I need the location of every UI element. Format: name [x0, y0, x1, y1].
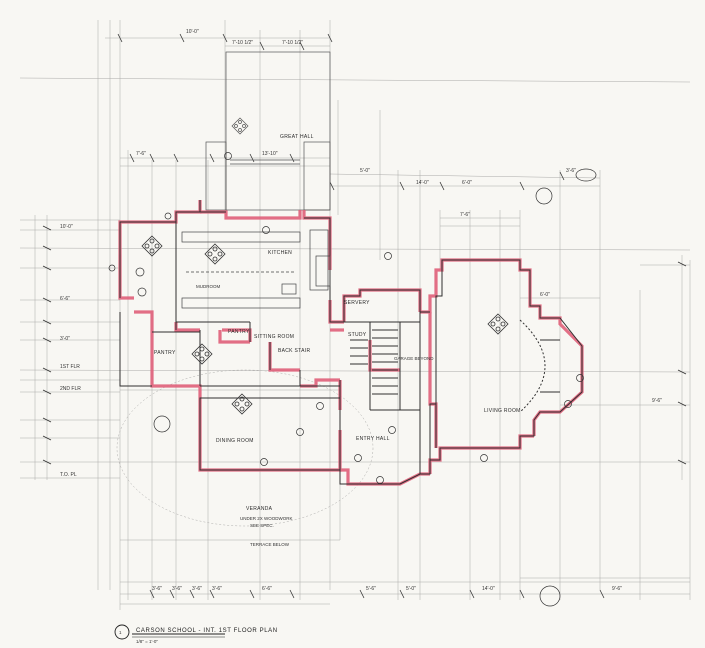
label-terrace: TERRACE BELOW [250, 542, 290, 547]
dim-bot-6: 5'-6" [366, 586, 376, 592]
dim-level-1: 1ST FLR [60, 364, 80, 370]
dim-top-11: 3'-6" [566, 168, 576, 174]
fixture-kitchen [204, 243, 226, 265]
label-back-stair: BACK STAIR [278, 348, 310, 354]
dim-top-1: 10'-0" [186, 29, 199, 35]
dim-level-2: 2ND FLR [60, 386, 81, 392]
dim-top-5: 13'-10" [262, 151, 278, 157]
label-study: STUDY [348, 332, 367, 338]
label-kitchen: KITCHEN [268, 250, 292, 256]
dim-bot-9: 9'-6" [612, 586, 622, 592]
dim-top-4: 7'-6" [136, 151, 146, 157]
dim-left-2: 6'-6" [60, 296, 70, 302]
label-garage-note: GARAGE BEYOND [394, 356, 434, 361]
dim-level-3: T.O. PL [60, 472, 77, 478]
label-porch-note: UNDER 2X WOODWORK [240, 516, 293, 521]
label-servery: SERVERY [344, 300, 370, 306]
sheet-number-badge [114, 624, 225, 640]
dim-top-8: 6'-0" [540, 292, 550, 298]
kitchen-counters [181, 229, 331, 309]
dim-left-1: 10'-0" [60, 224, 73, 230]
label-sitting-room: SITTING ROOM [254, 334, 294, 340]
dim-top-9: 6'-0" [462, 180, 472, 186]
label-mudroom: MUDROOM [196, 284, 220, 289]
dim-bot-3: 3'-6" [192, 586, 202, 592]
dim-top-2: 7'-10 1/2" [232, 40, 253, 46]
dim-top-6: 5'-0" [360, 168, 370, 174]
label-dining-room: DINING ROOM [216, 438, 254, 444]
label-entry-hall: ENTRY HALL [356, 436, 390, 442]
label-pantry-2: PANTRY [154, 350, 176, 356]
dim-bot-1: 3'-6" [152, 586, 162, 592]
great-hall-outline [205, 51, 331, 211]
dim-top-3: 7'-10 1/2" [282, 40, 303, 46]
label-living-room: LIVING ROOM [484, 408, 521, 414]
sheet-number: 1 [119, 630, 122, 635]
dim-top-10: 14'-0" [416, 180, 429, 186]
dimension-ticks [42, 33, 687, 599]
construction-lines [19, 20, 691, 610]
label-porch: VERANDA [246, 506, 273, 512]
label-great-hall: GREAT HALL [280, 134, 314, 140]
highlighted-walls [118, 200, 584, 486]
dim-bot-8: 14'-0" [482, 586, 495, 592]
dim-bot-7: 5'-0" [406, 586, 416, 592]
dim-top-7: 7'-6" [460, 212, 470, 218]
label-porch-note-2: SEE SPEC. [250, 523, 274, 528]
dim-bot-5: 6'-6" [262, 586, 272, 592]
dim-bot-2: 3'-6" [172, 586, 182, 592]
drawing-scale: 1/8" = 1'-0" [136, 639, 158, 644]
walls [119, 200, 583, 485]
dim-bot-10: 9'-6" [652, 398, 662, 404]
label-pantry: PANTRY [228, 329, 250, 335]
dim-left-3: 3'-0" [60, 336, 70, 342]
light-fixture-symbols [141, 235, 509, 415]
drawing-title: CARSON SCHOOL - INT. 1ST FLOOR PLAN [136, 628, 278, 634]
dim-bot-4: 3'-6" [212, 586, 222, 592]
annotation-tags [108, 152, 597, 607]
